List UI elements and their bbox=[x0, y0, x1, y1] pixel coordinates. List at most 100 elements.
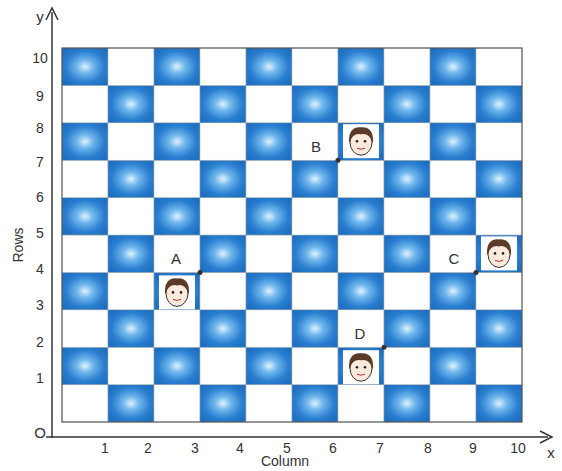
grid-cell bbox=[154, 48, 200, 85]
grid-cell bbox=[200, 310, 246, 347]
grid-cell bbox=[384, 85, 430, 122]
grid-cell bbox=[200, 198, 246, 235]
point-label: D bbox=[355, 326, 366, 341]
grid-cell bbox=[108, 160, 154, 197]
grid-cell bbox=[476, 235, 522, 272]
grid-cell bbox=[338, 85, 384, 122]
grid-cell bbox=[246, 310, 292, 347]
axis-title: Column bbox=[261, 454, 309, 468]
point-label: B bbox=[311, 139, 321, 154]
grid-cell bbox=[200, 160, 246, 197]
tick-number: 6 bbox=[36, 190, 44, 204]
tick-number: 2 bbox=[36, 335, 44, 349]
grid-cell bbox=[430, 272, 476, 309]
grid-cell bbox=[384, 272, 430, 309]
grid-cell bbox=[62, 123, 108, 160]
grid-cell bbox=[338, 235, 384, 272]
grid-cell bbox=[338, 385, 384, 422]
grid-cell bbox=[338, 310, 384, 347]
grid-cell bbox=[292, 385, 338, 422]
point-label: A bbox=[171, 251, 181, 266]
grid-cell bbox=[476, 160, 522, 197]
grid-cell bbox=[430, 310, 476, 347]
face-icon bbox=[343, 350, 379, 384]
tick-number: 1 bbox=[36, 371, 44, 385]
grid-cell bbox=[108, 123, 154, 160]
axis-label: y bbox=[36, 9, 44, 24]
grid-cell bbox=[292, 272, 338, 309]
grid-cell bbox=[62, 385, 108, 422]
grid-cell bbox=[384, 347, 430, 384]
grid-cell bbox=[292, 198, 338, 235]
grid-cell bbox=[108, 272, 154, 309]
grid-cell bbox=[476, 347, 522, 384]
tick-number: 6 bbox=[329, 441, 337, 455]
face-icon bbox=[481, 236, 517, 270]
grid-cell bbox=[338, 48, 384, 85]
grid-cell bbox=[292, 85, 338, 122]
grid-cell bbox=[246, 48, 292, 85]
grid-cell bbox=[384, 385, 430, 422]
grid-cell bbox=[62, 160, 108, 197]
tick-number: 10 bbox=[510, 441, 526, 455]
tick-number: 3 bbox=[191, 441, 199, 455]
grid-cell bbox=[476, 48, 522, 85]
grid-cell bbox=[154, 310, 200, 347]
face-icon bbox=[159, 275, 195, 309]
grid-cell bbox=[476, 85, 522, 122]
tick-number: 4 bbox=[236, 441, 244, 455]
grid-cell bbox=[62, 198, 108, 235]
origin-label: O bbox=[34, 425, 46, 440]
tick-number: 10 bbox=[32, 51, 48, 65]
axis-title: Rows bbox=[11, 227, 25, 262]
grid-cell bbox=[200, 385, 246, 422]
grid-cell bbox=[430, 347, 476, 384]
tick-number: 8 bbox=[36, 121, 44, 135]
grid-cell bbox=[108, 310, 154, 347]
grid-cell bbox=[384, 198, 430, 235]
grid-cell bbox=[430, 123, 476, 160]
grid-cell bbox=[292, 310, 338, 347]
grid-cell bbox=[338, 160, 384, 197]
grid-cell bbox=[246, 235, 292, 272]
grid-cell bbox=[200, 235, 246, 272]
grid-cell bbox=[108, 235, 154, 272]
grid-cell bbox=[154, 198, 200, 235]
grid-cell bbox=[62, 235, 108, 272]
grid-cell bbox=[246, 385, 292, 422]
tick-number: 2 bbox=[144, 441, 152, 455]
grid-cell bbox=[246, 85, 292, 122]
grid-cell bbox=[384, 160, 430, 197]
grid-cell bbox=[338, 123, 384, 160]
point-dot bbox=[336, 158, 341, 163]
grid-cell bbox=[200, 48, 246, 85]
grid-cell bbox=[154, 347, 200, 384]
grid-cell bbox=[384, 310, 430, 347]
grid-cell bbox=[384, 123, 430, 160]
grid-cell bbox=[430, 160, 476, 197]
grid-cell bbox=[476, 123, 522, 160]
grid-cell bbox=[338, 347, 384, 384]
grid-cell bbox=[200, 272, 246, 309]
grid-cell bbox=[476, 198, 522, 235]
grid-cell bbox=[246, 272, 292, 309]
point-dot bbox=[382, 345, 387, 350]
grid-cell bbox=[200, 85, 246, 122]
grid-cell bbox=[292, 160, 338, 197]
grid-cell bbox=[154, 85, 200, 122]
grid-cell bbox=[338, 272, 384, 309]
grid-cell bbox=[108, 85, 154, 122]
tick-number: 4 bbox=[36, 262, 44, 276]
axis-label: x bbox=[547, 445, 555, 460]
grid-cell bbox=[292, 48, 338, 85]
point-dot bbox=[474, 270, 479, 275]
grid-cell bbox=[154, 123, 200, 160]
grid-cell bbox=[292, 347, 338, 384]
grid-cell bbox=[108, 385, 154, 422]
grid-cell bbox=[200, 123, 246, 160]
grid-cell bbox=[430, 198, 476, 235]
grid-cell bbox=[246, 198, 292, 235]
grid-cell bbox=[62, 347, 108, 384]
